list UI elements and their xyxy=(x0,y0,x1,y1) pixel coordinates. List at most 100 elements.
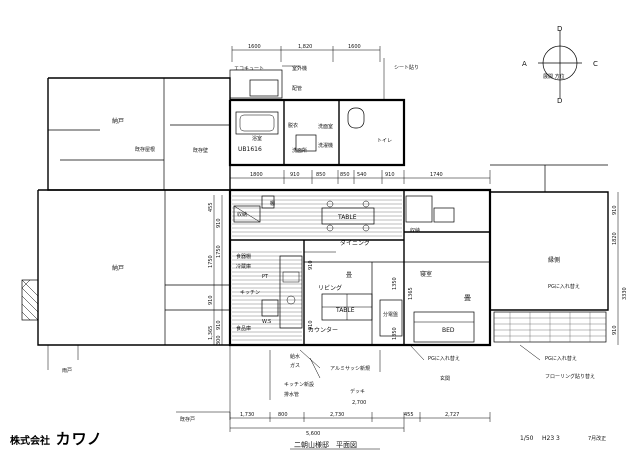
room-counter: カウンター xyxy=(308,326,338,334)
room-fridge: 冷蔵庫 xyxy=(236,263,251,270)
room-cupboard: 食器棚 xyxy=(236,253,251,260)
bottom-dimension-chain: 1,730 800 2,730 2,700 455 2,727 5,600 xyxy=(229,400,491,437)
room-pantry: 食品庫 xyxy=(236,325,251,332)
dim-right-4: 910 xyxy=(612,325,618,335)
note-pt: PT xyxy=(262,274,269,280)
dim-right-1: 910 xyxy=(612,205,618,215)
note-ws: W.S xyxy=(262,319,271,325)
room-engawa: 縁側 xyxy=(548,256,560,264)
drawing-title: 二朝山様邸 平面図 xyxy=(294,440,357,449)
compass-left-label: A xyxy=(522,60,527,68)
dim-bottom-2: 800 xyxy=(278,412,288,418)
dim-row-2: 910 xyxy=(290,172,300,178)
right-dimension-chain: 910 1820 3330 910 xyxy=(612,192,628,345)
note-entrance: 玄関 xyxy=(440,375,450,382)
room-toilet: トイレ xyxy=(377,138,392,144)
bed-label: BED xyxy=(442,327,455,334)
existing-left-wing: 納戸 納戸 既存屋根 雨戸 xyxy=(21,77,231,374)
footer-date: H23 3 xyxy=(542,435,560,442)
compass-center-label: 展開 方位 xyxy=(543,73,565,80)
compass-bottom-label: D xyxy=(557,97,562,105)
footer-note: 7月改正 xyxy=(588,435,606,442)
dim-bottom-5: 455 xyxy=(404,412,414,418)
note-pg-in-3: PGに入れ替え xyxy=(545,355,577,362)
room-changing: 脱衣 xyxy=(288,122,298,129)
note-kitchen-new: キッチン新設 xyxy=(284,381,314,388)
room-storage-w: 納戸 xyxy=(112,264,124,272)
note-flooring: フローリング貼り替え xyxy=(545,373,595,380)
dim-left-5: 910 xyxy=(208,295,214,305)
dim-left-2: 910 xyxy=(216,218,222,228)
dim-right-3: 3330 xyxy=(622,287,628,300)
note-drain: 排水管 xyxy=(284,391,299,398)
note-existing-door: 既存戸 xyxy=(180,416,195,423)
dim-left-7: 1,365 xyxy=(208,326,214,340)
note-outdoor-unit: 室外機 xyxy=(292,65,307,72)
left-dimension-chain: 455 910 1750 1750 910 910 1,365 300 xyxy=(208,195,223,345)
note-dist: 分電盤 xyxy=(383,311,398,318)
title-block: 二朝山様邸 平面図 1/50 H23 3 7月改正 xyxy=(290,435,606,450)
bedroom-area: 収納 寝室 畳 BED 分電盤 xyxy=(379,195,490,343)
dim-right-2: 1820 xyxy=(612,232,618,245)
note-pipe: 配管 xyxy=(292,85,302,92)
dim-top-2: 1,820 xyxy=(298,44,312,50)
dim-mid-4: 910 xyxy=(308,260,314,270)
dim-row-5: 540 xyxy=(357,172,367,178)
room-bedroom: 寝室 xyxy=(420,270,432,278)
dim-mid-1: 1350 xyxy=(392,277,398,290)
note-ecocute: エコキュート xyxy=(234,66,264,72)
dining-kitchen-fittings: ダイニング キッチン カウンター TABLE 収納 棚 冷蔵庫 食器棚 食品庫 … xyxy=(233,195,375,334)
room-bath: UB1616 xyxy=(238,146,262,153)
dining-floor-hatch xyxy=(232,195,402,237)
note-pg-in-1: PGに入れ替え xyxy=(548,283,580,290)
dim-left-8: 300 xyxy=(216,335,222,345)
compass-rose: D D A C 展開 方位 xyxy=(522,25,598,105)
room-bath-label: 浴室 xyxy=(252,135,262,142)
compass-right-label: C xyxy=(593,60,598,68)
dim-top-1: 1600 xyxy=(248,44,261,50)
room-laundry: 洗濯機 xyxy=(318,142,333,149)
company-name: カワノ xyxy=(55,430,103,448)
lower-annotations: 給水 ガス アルミサッシ新規 キッチン新設 排水管 デッキ PGに入れ替え PG… xyxy=(176,344,595,423)
note-sash: アルミサッシ新規 xyxy=(330,365,370,372)
dim-row-1: 1800 xyxy=(250,172,263,178)
room-living: リビング xyxy=(318,284,342,292)
dim-bottom-1: 1,730 xyxy=(240,412,254,418)
dim-row-6: 910 xyxy=(385,172,395,178)
dim-row-4: 850 xyxy=(340,172,350,178)
note-rain-deck: 雨戸 xyxy=(62,368,72,374)
dim-bottom-6: 2,727 xyxy=(445,412,459,418)
room-kitchen: キッチン xyxy=(240,290,260,296)
top-dimension-chain: 1600 1,820 1600 xyxy=(231,44,381,62)
dim-left-1: 455 xyxy=(208,202,214,212)
room-tatami-right: 畳 xyxy=(464,294,471,302)
room-wash: 洗面室 xyxy=(318,123,333,130)
note-water: 給水 xyxy=(290,353,300,360)
note-deck: デッキ xyxy=(350,388,365,395)
room-closet-mid: 収納 xyxy=(410,227,420,234)
dim-left-4: 1750 xyxy=(216,245,222,258)
dim-mid-2: 1365 xyxy=(408,287,414,300)
dim-bottom-4: 2,700 xyxy=(352,400,366,406)
bath-wash-block: 浴室 UB1616 洗面室 洗面所 洗濯機 脱衣 トイレ エコキュート 室外機 … xyxy=(193,58,419,167)
dim-total: 5,600 xyxy=(306,431,320,437)
note-pg-in-2: PGに入れ替え xyxy=(428,355,460,362)
note-gas: ガス xyxy=(290,362,300,369)
dim-mid-3: 1350 xyxy=(392,327,398,340)
room-closet-top: 収納 xyxy=(237,211,247,218)
note-existing-roof: 既存屋根 xyxy=(135,146,155,153)
living-tatami-area: 畳 リビング TABLE xyxy=(304,251,404,345)
dim-row-3: 850 xyxy=(316,172,326,178)
dim-mid-5: 910 xyxy=(308,320,314,330)
room-tatami-left: 畳 xyxy=(346,272,352,279)
row-dimension-chain: 1800 910 850 850 540 910 1740 xyxy=(229,170,491,184)
dim-top-3: 1600 xyxy=(348,44,361,50)
note-existing-wall: 既存壁 xyxy=(193,147,208,154)
company-logo: 株式会社 カワノ xyxy=(10,428,103,449)
note-sheet: シート貼り xyxy=(394,64,419,71)
room-dining: ダイニング xyxy=(340,239,370,247)
right-wing-engawa: 縁側 PGに入れ替え xyxy=(490,164,609,343)
mid-dimension-labels: 1350 1365 1350 910 910 xyxy=(308,260,414,340)
room-shelf: 棚 xyxy=(270,200,275,207)
